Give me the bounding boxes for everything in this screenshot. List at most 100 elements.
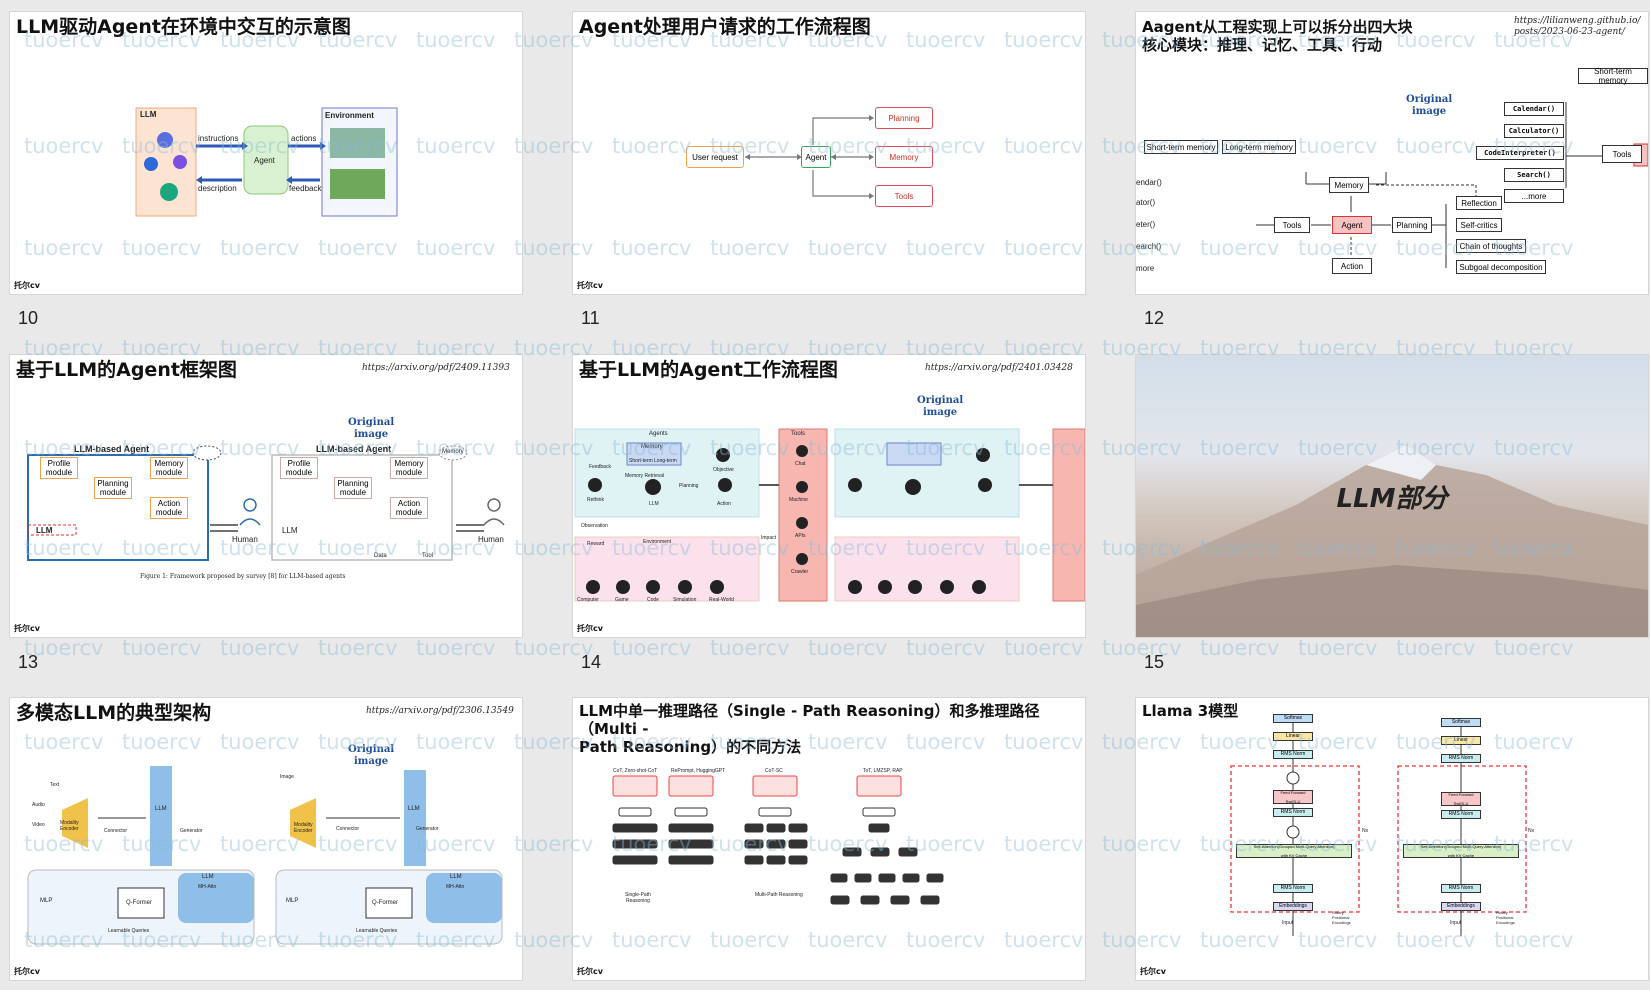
memory-label: Memory	[641, 444, 663, 450]
memory-node: Memory	[875, 146, 933, 168]
tree-step-box	[926, 873, 944, 883]
reward-label: Reward	[587, 541, 605, 547]
actions-label: actions	[291, 134, 317, 143]
softmax-block: Softmax	[1273, 714, 1313, 723]
crawler-label: Crawler	[791, 569, 809, 575]
source-url: https://arxiv.org/pdf/2306.13549	[366, 706, 514, 716]
slide-thumbnail-17[interactable]: LLM中单一推理路径（Single - Path Reasoning）和多推理路…	[573, 698, 1085, 980]
slide-thumbnail-10[interactable]: LLM驱动Agent在环境中交互的示意图 LLM Agent Environme…	[10, 12, 522, 294]
slide-thumbnail-11[interactable]: Agent处理用户请求的工作流程图 User request Agent Pla…	[573, 12, 1085, 294]
watermark-text: tuoercv	[122, 636, 202, 660]
code-interpreter-node: CodeInterpreter()	[1476, 146, 1564, 160]
generator-label-2: Generator	[416, 826, 439, 832]
footer-logo: 托尔cv	[577, 967, 603, 976]
agents-label: Agents	[649, 431, 668, 437]
slide-thumbnail-16[interactable]: 多模态LLM的典型架构 https://arxiv.org/pdf/2306.1…	[10, 698, 522, 980]
slide-title: 多模态LLM的典型架构	[16, 702, 212, 724]
col1-label: CoT, Zero-shot-CoT	[613, 768, 658, 774]
llm-based-agent-label-2: LLM-based Agent	[316, 444, 392, 454]
llm-box	[758, 807, 792, 817]
agent-node: Agent	[1332, 216, 1372, 234]
agent-node: Agent	[801, 146, 831, 168]
slide-number: 12	[1144, 308, 1165, 328]
reasoning-step-box	[788, 823, 808, 833]
long-term-memory-node: Long-term memory	[1222, 140, 1296, 154]
multi-path-label: Multi-Path Reasoning	[755, 892, 803, 898]
llm-box	[862, 807, 896, 817]
rms-norm-block: RMS Norm	[1273, 750, 1313, 759]
slide-title: LLM中单一推理路径（Single - Path Reasoning）和多推理路…	[579, 702, 1040, 756]
footer-logo: 托尔cv	[14, 624, 40, 633]
slide-thumbnail-13[interactable]: 基于LLM的Agent框架图 https://arxiv.org/pdf/240…	[10, 355, 522, 637]
original-image-label: Original image	[1406, 94, 1453, 117]
prompts-box	[856, 775, 902, 797]
rms-norm-block-4: RMS Norm	[1441, 754, 1481, 763]
watermark-text: tuoercv	[416, 636, 496, 660]
q-former-label-2: Q-Former	[372, 900, 398, 906]
footer-logo: 托尔cv	[1140, 967, 1166, 976]
llm-label: LLM	[140, 110, 157, 119]
tree-step-box	[870, 847, 890, 857]
clipped-label: ator()	[1136, 198, 1156, 207]
short-term-memory-node: Short-term memory	[1144, 140, 1218, 154]
search-node: Search()	[1504, 168, 1564, 182]
llm-box	[618, 807, 652, 817]
llm-box	[674, 807, 708, 817]
observation-label: Observation	[581, 523, 608, 529]
slide-thumbnail-15[interactable]: LLM部分	[1136, 355, 1648, 637]
embeddings-block: Embeddings	[1273, 902, 1313, 911]
slide-title: 基于LLM的Agent工作流程图	[579, 359, 838, 381]
tree-step-box	[878, 873, 896, 883]
tool-label: Tool	[422, 553, 434, 559]
rethink-label: Rethink	[587, 497, 604, 503]
tools-label: Tools	[791, 431, 806, 437]
slide-title: 基于LLM的Agent框架图	[16, 359, 237, 381]
chain-of-thoughts-node: Chain of thoughts	[1456, 239, 1526, 253]
prompts-box	[668, 775, 714, 797]
simulation-label: Simulation	[673, 597, 697, 603]
memory-retrieval-label: Memory Retrieval	[625, 473, 665, 479]
reasoning-step-box	[744, 839, 764, 849]
action-module: Action module	[150, 497, 188, 519]
llm-label-2: LLM	[282, 526, 298, 535]
slide-thumbnail-18[interactable]: Llama 3模型 Softmax Linear RMS Norm Feed F…	[1136, 698, 1648, 980]
computer-label: Computer	[577, 597, 599, 603]
mh-attn-label-2: MH-Attn	[446, 884, 465, 890]
watermark-text: tuoercv	[808, 636, 888, 660]
memory-module: Memory module	[150, 457, 188, 479]
description-label: description	[198, 184, 237, 193]
prompts-box	[612, 775, 658, 797]
tree-step-box	[854, 873, 872, 883]
impact-label: Impact	[761, 535, 777, 541]
slide-thumbnail-12[interactable]: Aagent从工程实现上可以拆分出四大块 核心模块：推理、记忆、工具、行动 ht…	[1136, 12, 1648, 294]
multimodal-llm-diagram	[27, 766, 503, 945]
llm-label: LLM	[36, 526, 53, 535]
watermark-text: tuoercv	[220, 636, 300, 660]
llm-based-agent-label: LLM-based Agent	[74, 444, 150, 454]
learnable-queries-label: Learnable Queries	[108, 928, 150, 934]
attention-block-2: Self-Attention(Grouped Multi-Query Atten…	[1403, 844, 1519, 858]
slide-title: LLM驱动Agent在环境中交互的示意图	[16, 16, 351, 38]
clipped-label: endar()	[1136, 178, 1162, 187]
slide-number: 14	[581, 652, 602, 672]
planning-node: Planning	[875, 107, 933, 129]
nx-label-2: Nx	[1528, 828, 1535, 834]
source-url: https://arxiv.org/pdf/2409.11393	[362, 363, 510, 373]
slide-thumbnail-14[interactable]: 基于LLM的Agent工作流程图 https://arxiv.org/pdf/2…	[573, 355, 1085, 637]
original-image-label: Original image	[348, 417, 395, 440]
tools-node-right: Tools	[1602, 145, 1642, 163]
self-critics-node: Self-critics	[1456, 218, 1502, 232]
llama3-architecture-diagram	[1230, 720, 1527, 936]
reasoning-step-box	[766, 839, 786, 849]
reasoning-step-box	[766, 823, 786, 833]
reasoning-step-box	[612, 855, 658, 865]
watermark-text: tuoercv	[1298, 636, 1378, 660]
slide-number: 13	[18, 652, 39, 672]
memory-module-2: Memory module	[390, 457, 428, 479]
apis-label: APIs	[795, 533, 806, 539]
rms-norm-block-6: RMS Norm	[1441, 884, 1481, 893]
col2-label: RePrompt, HuggingGPT	[671, 768, 726, 774]
footer-logo: 托尔cv	[14, 281, 40, 290]
input-label: Input	[1282, 920, 1294, 926]
ffn-block: Feed Forward SwiGLU	[1273, 790, 1313, 804]
